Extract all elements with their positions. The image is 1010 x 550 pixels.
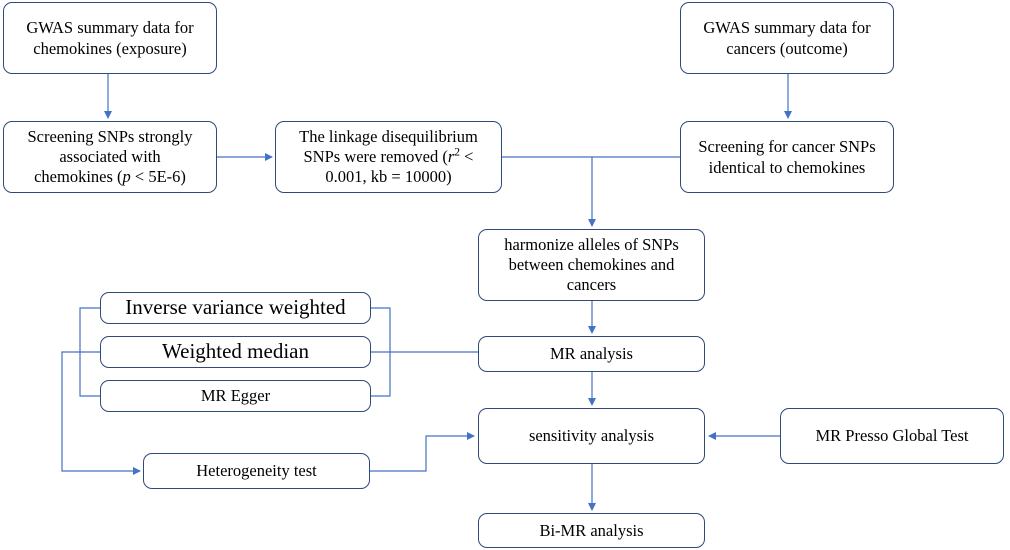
- ivw-box: Inverse variance weighted: [100, 292, 371, 324]
- heterogeneity-box: Heterogeneity test: [143, 453, 370, 489]
- mr-presso-box: MR Presso Global Test: [780, 408, 1004, 464]
- outcome-data-label: GWAS summary data for cancers (outcome): [703, 17, 871, 58]
- exposure-data-box: GWAS summary data for chemokines (exposu…: [3, 2, 217, 74]
- harmonize-label: harmonize alleles of SNPs between chemok…: [504, 234, 679, 295]
- outcome-data-box: GWAS summary data for cancers (outcome): [680, 2, 894, 74]
- screening-snps-label: Screening SNPs strongly associated with …: [27, 126, 193, 187]
- mr-egger-box: MR Egger: [100, 380, 371, 412]
- mr-analysis-label: MR analysis: [550, 344, 633, 364]
- weighted-median-label: Weighted median: [161, 339, 309, 364]
- arrow-methods-to-heterogeneity: [61, 351, 141, 475]
- heterogeneity-label: Heterogeneity test: [196, 461, 317, 481]
- mr-analysis-box: MR analysis: [478, 336, 705, 372]
- bi-mr-box: Bi-MR analysis: [478, 513, 705, 548]
- sensitivity-label: sensitivity analysis: [528, 426, 655, 446]
- mr-presso-label: MR Presso Global Test: [815, 426, 969, 446]
- screening-cancer-label: Screening for cancer SNPs identical to c…: [698, 136, 876, 177]
- weighted-median-box: Weighted median: [100, 336, 371, 368]
- sensitivity-box: sensitivity analysis: [478, 408, 705, 464]
- mr-egger-label: MR Egger: [200, 386, 271, 406]
- harmonize-box: harmonize alleles of SNPs between chemok…: [478, 229, 705, 301]
- screening-snps-box: Screening SNPs strongly associated with …: [3, 121, 217, 193]
- screening-cancer-box: Screening for cancer SNPs identical to c…: [680, 121, 894, 193]
- bi-mr-label: Bi-MR analysis: [539, 520, 644, 540]
- ld-removed-label: The linkage disequilibrium SNPs were rem…: [299, 126, 478, 187]
- exposure-data-label: GWAS summary data for chemokines (exposu…: [26, 17, 194, 58]
- arrow-heterogeneity-to-sensitivity: [370, 432, 475, 472]
- ld-removed-box: The linkage disequilibrium SNPs were rem…: [275, 121, 502, 193]
- ivw-label: Inverse variance weighted: [125, 295, 346, 320]
